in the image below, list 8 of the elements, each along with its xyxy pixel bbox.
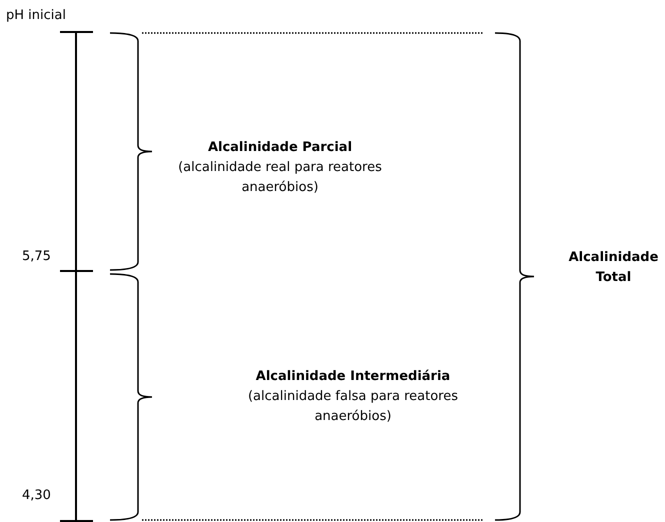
alkalinity-description: (alcalinidade real para reatores anaeróbios) <box>177 159 383 197</box>
ph-value-label: pH inicial <box>6 8 66 23</box>
ph-value-label: 4,30 <box>22 488 51 503</box>
alkalinity-heading: Alcalinidade Intermediária <box>254 368 452 386</box>
ph-value-label: 5,75 <box>22 249 51 264</box>
alkalinity-heading: Alcalinidade Total <box>568 249 660 287</box>
alkalinity-description: (alcalinidade falsa para reatores anaeróbios) <box>246 388 460 426</box>
alkalinity-heading: Alcalinidade Parcial <box>206 139 354 157</box>
